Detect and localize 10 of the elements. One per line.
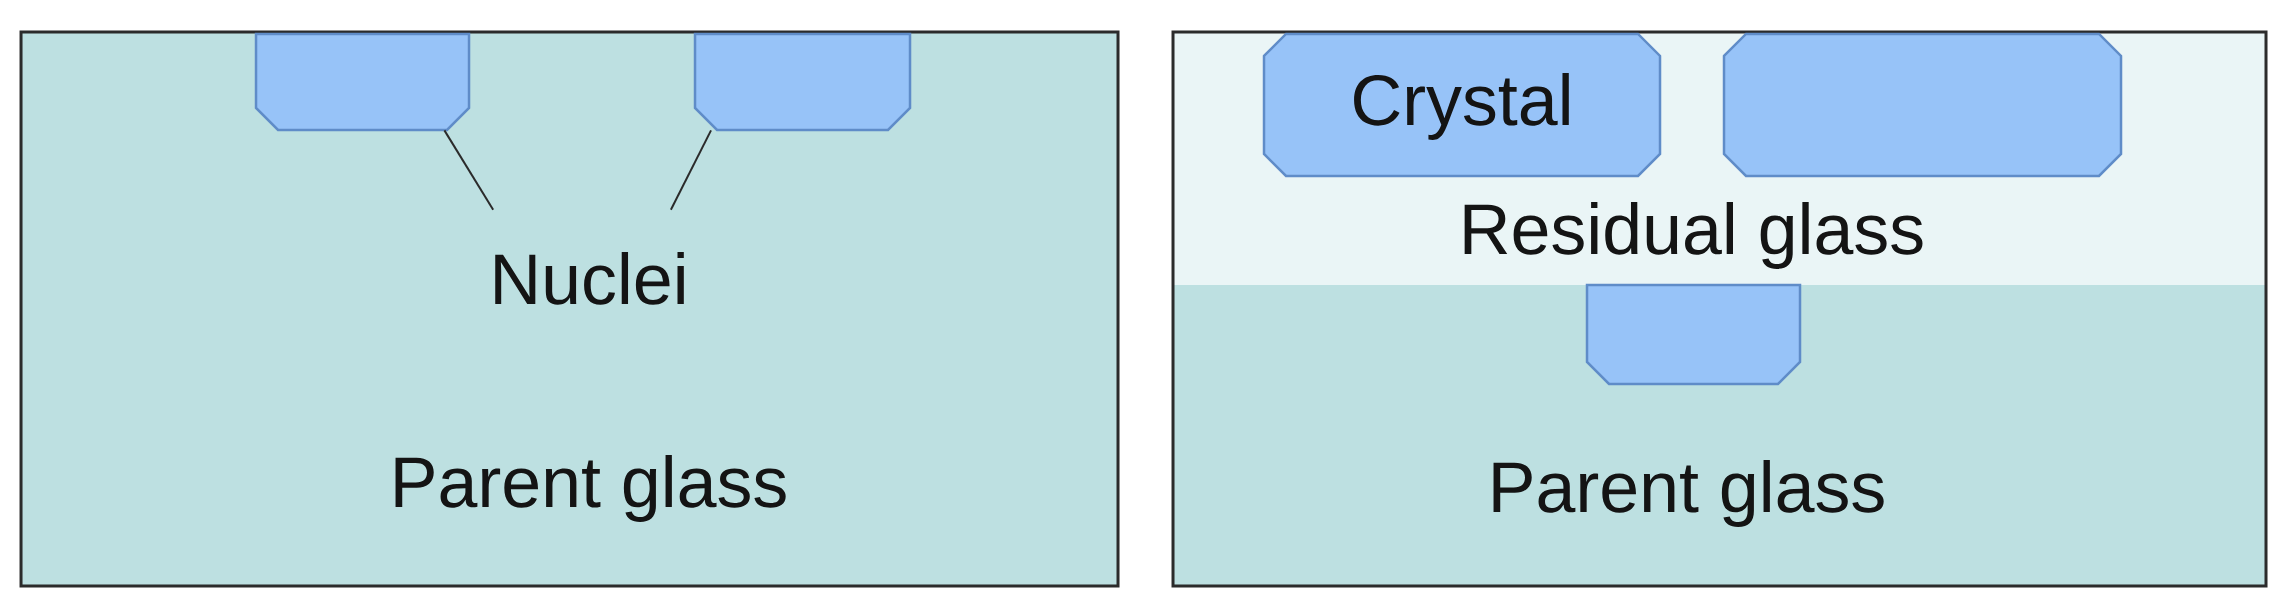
glass-layer: Parent glass [1173, 285, 2266, 586]
panel-frame [1171, 30, 2268, 588]
nucleus-block [1585, 283, 1802, 386]
leader-line [669, 129, 712, 211]
nucleus-block [254, 32, 471, 132]
leader-line [443, 129, 495, 211]
callout-label: Nuclei [495, 252, 684, 305]
nucleus-block [693, 32, 912, 132]
crystal-block [1722, 32, 2123, 178]
crystal-block: Crystal [1262, 32, 1662, 178]
